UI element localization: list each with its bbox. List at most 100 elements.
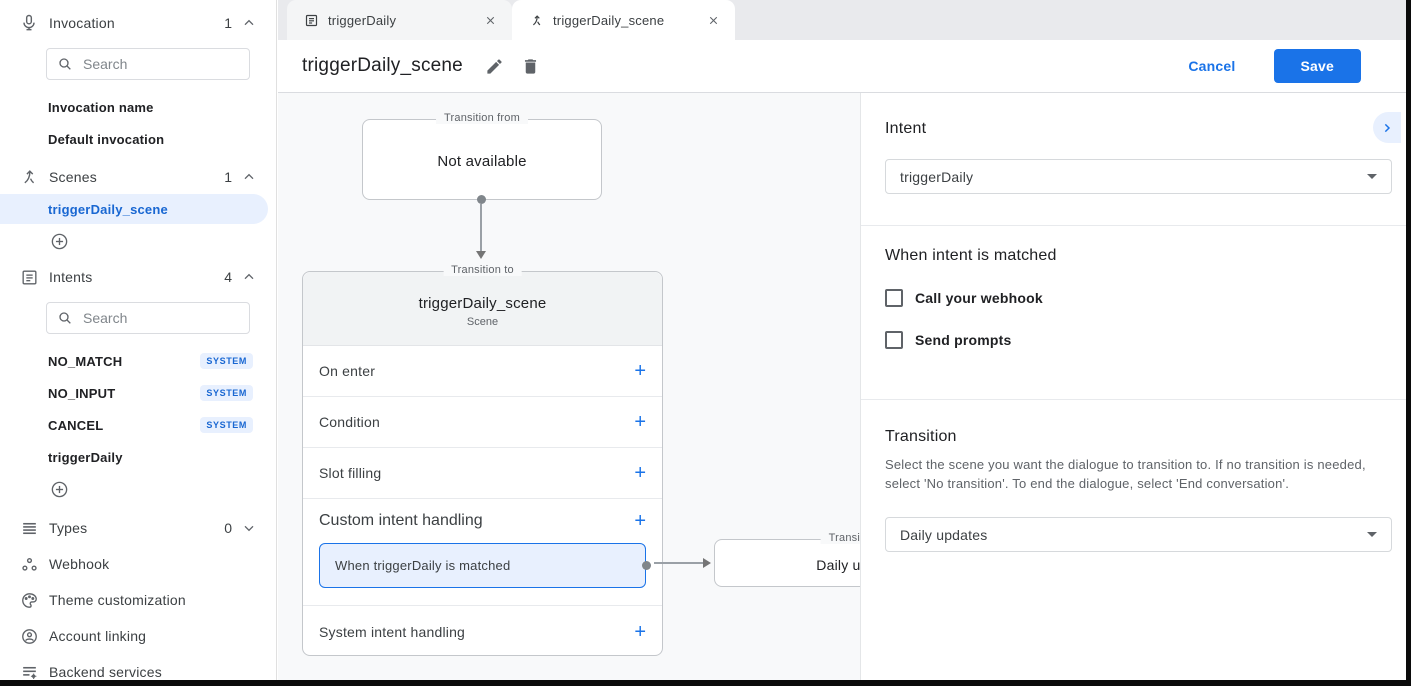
transition-select-value: Daily updates: [900, 526, 988, 543]
add-intent-button[interactable]: [0, 474, 276, 504]
section-label: Invocation: [49, 15, 115, 31]
add-slot-filling-button[interactable]: +: [634, 462, 646, 484]
sidebar-section-types[interactable]: Types 0: [0, 510, 276, 546]
sidebar-section-intents[interactable]: Intents 4: [0, 262, 276, 292]
sidebar-item-triggerdaily[interactable]: triggerDaily: [0, 442, 276, 472]
intent-select[interactable]: triggerDaily: [885, 159, 1392, 194]
section-label: Types: [49, 520, 88, 536]
row-label: Custom intent handling: [319, 512, 483, 529]
intent-name: NO_MATCH: [48, 353, 123, 369]
transition-from-box[interactable]: Transition from Not available: [362, 112, 602, 200]
custom-intent-handling-head[interactable]: Custom intent handling +: [303, 499, 662, 543]
cancel-button[interactable]: Cancel: [1188, 58, 1236, 74]
arrowhead-right: [703, 558, 711, 568]
sidebar: Invocation 1 Invocation name Default inv…: [0, 0, 277, 680]
call-webhook-checkbox-row[interactable]: Call your webhook: [885, 289, 1392, 307]
intent-heading: Intent: [885, 120, 927, 137]
scene-flow-canvas[interactable]: Transition from Not available Transition…: [278, 93, 860, 680]
collapse-panel-button[interactable]: [1373, 112, 1401, 143]
checkbox-unchecked[interactable]: [885, 289, 903, 307]
intent-section: Intent triggerDaily: [861, 93, 1406, 194]
save-button[interactable]: Save: [1273, 49, 1361, 83]
scene-card-subtitle: Scene: [466, 316, 499, 328]
transition-select[interactable]: Daily updates: [885, 517, 1392, 552]
add-custom-intent-button[interactable]: +: [634, 510, 646, 532]
invocation-search-input[interactable]: [83, 56, 239, 72]
sidebar-section-invocation[interactable]: Invocation 1: [0, 8, 276, 38]
tab-label: triggerDaily: [328, 12, 397, 28]
scene-icon: [528, 12, 544, 28]
row-system-intent-handling[interactable]: System intent handling +: [303, 606, 662, 657]
intent-name: triggerDaily: [48, 449, 123, 465]
sidebar-section-scenes[interactable]: Scenes 1: [0, 162, 276, 192]
transition-description: Select the scene you want the dialogue t…: [885, 457, 1366, 491]
webhook-icon: [18, 553, 40, 575]
tab-triggerdaily[interactable]: triggerDaily: [287, 0, 512, 40]
sidebar-item-default-invocation[interactable]: Default invocation: [48, 131, 165, 147]
row-label: On enter: [319, 363, 376, 379]
search-icon: [57, 310, 73, 326]
sidebar-item-no-input[interactable]: NO_INPUT SYSTEM: [0, 378, 276, 408]
checkbox-unchecked[interactable]: [885, 331, 903, 349]
close-icon[interactable]: [705, 12, 721, 28]
transition-target-box[interactable]: Transition to Daily updates: [714, 532, 860, 587]
chevron-right-icon: [1384, 123, 1391, 132]
microphone-icon: [18, 12, 40, 34]
sidebar-item-no-match[interactable]: NO_MATCH SYSTEM: [0, 346, 276, 376]
system-badge: SYSTEM: [200, 417, 253, 433]
intent-handler-when-triggerdaily-matched[interactable]: When triggerDaily is matched: [319, 543, 651, 588]
connector-line-horizontal: [654, 562, 704, 564]
system-badge: SYSTEM: [200, 385, 253, 401]
link-label: Webhook: [49, 556, 110, 572]
section-count: 1: [224, 169, 232, 185]
dropdown-caret-icon: [1367, 532, 1377, 537]
tab-triggerdaily-scene[interactable]: triggerDaily_scene: [512, 0, 735, 40]
intent-select-value: triggerDaily: [900, 168, 974, 185]
row-label: System intent handling: [319, 623, 466, 640]
divider: [861, 399, 1406, 400]
sidebar-item-account-linking[interactable]: Account linking: [0, 618, 276, 654]
sidebar-item-cancel[interactable]: CANCEL SYSTEM: [0, 410, 276, 440]
window-edge-right: [1406, 0, 1411, 686]
search-icon: [57, 56, 73, 72]
close-icon[interactable]: [482, 12, 498, 28]
add-system-intent-button[interactable]: +: [634, 620, 646, 643]
transition-from-value: Not available: [437, 153, 527, 170]
intent-icon: [303, 12, 319, 28]
sidebar-item-backend-services[interactable]: Backend services: [0, 654, 276, 680]
chevron-down-icon: [240, 519, 258, 537]
transition-from-legend: Transition from: [436, 112, 528, 124]
when-intent-matched-section: When intent is matched Call your webhook…: [861, 226, 1406, 349]
intent-icon: [18, 266, 40, 288]
row-slot-filling[interactable]: Slot filling +: [303, 448, 662, 499]
delete-icon[interactable]: [521, 56, 541, 76]
row-condition[interactable]: Condition +: [303, 397, 662, 448]
add-scene-button[interactable]: [0, 226, 276, 256]
section-label: Scenes: [49, 169, 97, 185]
window-edge-bottom: [0, 680, 1411, 686]
sidebar-item-invocation-name[interactable]: Invocation name: [48, 99, 154, 115]
sidebar-item-theme-customization[interactable]: Theme customization: [0, 582, 276, 618]
page-title: triggerDaily_scene: [302, 55, 463, 76]
handler-label: When triggerDaily is matched: [335, 558, 511, 573]
sidebar-item-webhook[interactable]: Webhook: [0, 546, 276, 582]
add-on-enter-button[interactable]: +: [634, 360, 646, 382]
transition-target-legend: Transition to: [820, 532, 860, 544]
section-count: 4: [224, 269, 232, 285]
edit-icon[interactable]: [485, 56, 505, 76]
link-label: Theme customization: [49, 592, 186, 608]
add-condition-button[interactable]: +: [634, 411, 646, 433]
when-intent-matched-heading: When intent is matched: [885, 247, 1057, 264]
row-on-enter[interactable]: On enter +: [303, 346, 662, 397]
intents-search-input[interactable]: [83, 310, 239, 326]
section-count: 1: [224, 15, 232, 31]
backend-services-icon: [18, 661, 40, 680]
chevron-up-icon: [240, 268, 258, 286]
scene-card-header[interactable]: triggerDaily_scene Scene: [303, 272, 662, 346]
transition-heading: Transition: [885, 428, 957, 445]
intent-name: CANCEL: [48, 417, 104, 433]
send-prompts-checkbox-row[interactable]: Send prompts: [885, 331, 1392, 349]
sidebar-item-triggerdaily-scene[interactable]: triggerDaily_scene: [0, 194, 268, 224]
checkbox-label: Send prompts: [915, 332, 1012, 348]
